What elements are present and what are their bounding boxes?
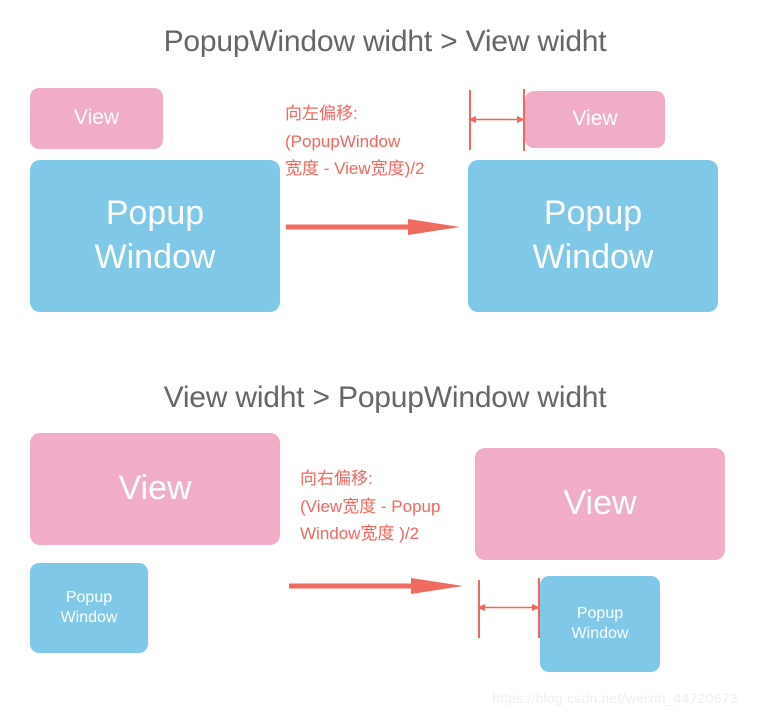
measure-tick-left-bottom: [478, 580, 480, 638]
view-box-bottom-right: View: [475, 448, 725, 560]
measure-tick-right-bottom: [538, 578, 540, 638]
measure-tick-right-top: [523, 89, 525, 151]
view-box-top-right: View: [525, 91, 665, 148]
popup-window-label-line1: Popup: [105, 194, 205, 233]
popup-window-box-top-right: Popup Window: [468, 160, 718, 312]
shift-arrow-icon-bottom: [289, 578, 463, 594]
annotation-line-1: 向左偏移:: [285, 104, 358, 123]
annotation-offset-left: 向左偏移: (PopupWindow 宽度 - View宽度)/2: [285, 100, 425, 183]
annotation-line-2: (View宽度 - Popup: [300, 496, 441, 516]
section-title-top: PopupWindow widht > View widht: [163, 25, 607, 58]
popup-window-label-line2: Window: [532, 238, 654, 276]
watermark-text: https://blog.csdn.net/weixin_44720673: [492, 690, 738, 706]
annotation-line-3: Window宽度 )/2: [300, 524, 420, 544]
section-title-bottom: View widht > PopupWindow widht: [163, 381, 607, 414]
popup-window-label-line2: Window: [60, 609, 118, 626]
popup-window-label-line1: Popup: [576, 604, 624, 622]
popup-window-label-line2: Window: [571, 625, 629, 642]
annotation-line-2: (PopupWindow: [285, 131, 401, 151]
view-box-label: View: [563, 484, 637, 523]
popup-window-box-bottom-left: Popup Window: [30, 563, 148, 653]
popup-window-box-bottom-right: Popup Window: [540, 576, 660, 672]
measure-double-arrow-icon-bottom: [477, 604, 540, 611]
annotation-offset-right: 向右偏移: (View宽度 - Popup Window宽度 )/2: [300, 465, 440, 548]
measure-double-arrow-icon-top: [468, 116, 525, 123]
popup-window-label-line1: Popup: [65, 588, 113, 606]
shift-arrow-icon-top: [286, 219, 460, 235]
popup-window-label-line2: Window: [94, 238, 216, 276]
view-box-label: View: [118, 469, 192, 508]
annotation-line-3: 宽度 - View宽度)/2: [285, 159, 425, 179]
popup-window-box-top-left: Popup Window: [30, 160, 280, 312]
annotation-line-1: 向右偏移:: [300, 469, 373, 488]
view-box-bottom-left: View: [30, 433, 280, 545]
view-box-label: View: [572, 107, 618, 131]
view-box-top-left: View: [30, 88, 163, 149]
view-box-label: View: [73, 106, 120, 130]
popup-window-label-line1: Popup: [543, 194, 643, 233]
